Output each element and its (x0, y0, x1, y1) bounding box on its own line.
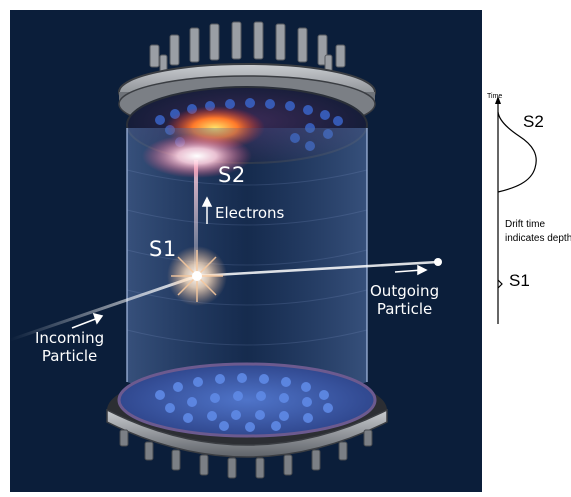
detector-illustration: S2 S1 Electrons Incoming Particle Outgoi… (10, 10, 482, 492)
detector-svg (10, 21, 442, 479)
bottom-frame (106, 408, 388, 458)
s1-pulse (497, 279, 503, 289)
outgoing-track (196, 260, 439, 278)
drift-time-text-line2: indicates depth (505, 233, 571, 244)
s2-pulse (497, 111, 537, 193)
outgoing-particle-label: Outgoing Particle (370, 282, 440, 318)
timing-diagram: Time S2 Drift time indicates depth S1 (485, 90, 571, 330)
electrons-label: Electrons (215, 204, 285, 222)
bottom-connectors (119, 429, 373, 479)
bottom-pmt-dots (155, 373, 333, 432)
s2-flash (142, 134, 252, 178)
chamber-wall-rings (126, 169, 368, 346)
drift-time-text-line1: Drift time (505, 219, 545, 230)
timing-s2-label: S2 (523, 112, 544, 131)
time-axis-arrowhead (495, 96, 501, 104)
incoming-track (10, 274, 198, 342)
time-axis-label: Time (487, 93, 503, 100)
electrons-arrow (201, 196, 213, 224)
timing-svg (495, 96, 537, 324)
s1-core (192, 271, 202, 281)
s2-label: S2 (218, 163, 246, 187)
outgoing-arrow (394, 264, 428, 276)
incoming-particle-label: Incoming Particle (35, 329, 105, 365)
chamber-wall (127, 128, 367, 401)
top-connectors (149, 21, 346, 74)
incoming-arrow (71, 312, 104, 329)
electron-column (194, 160, 198, 275)
s1-label: S1 (149, 237, 177, 261)
timing-s1-label: S1 (509, 271, 530, 290)
outgoing-particle-dot (434, 258, 442, 266)
